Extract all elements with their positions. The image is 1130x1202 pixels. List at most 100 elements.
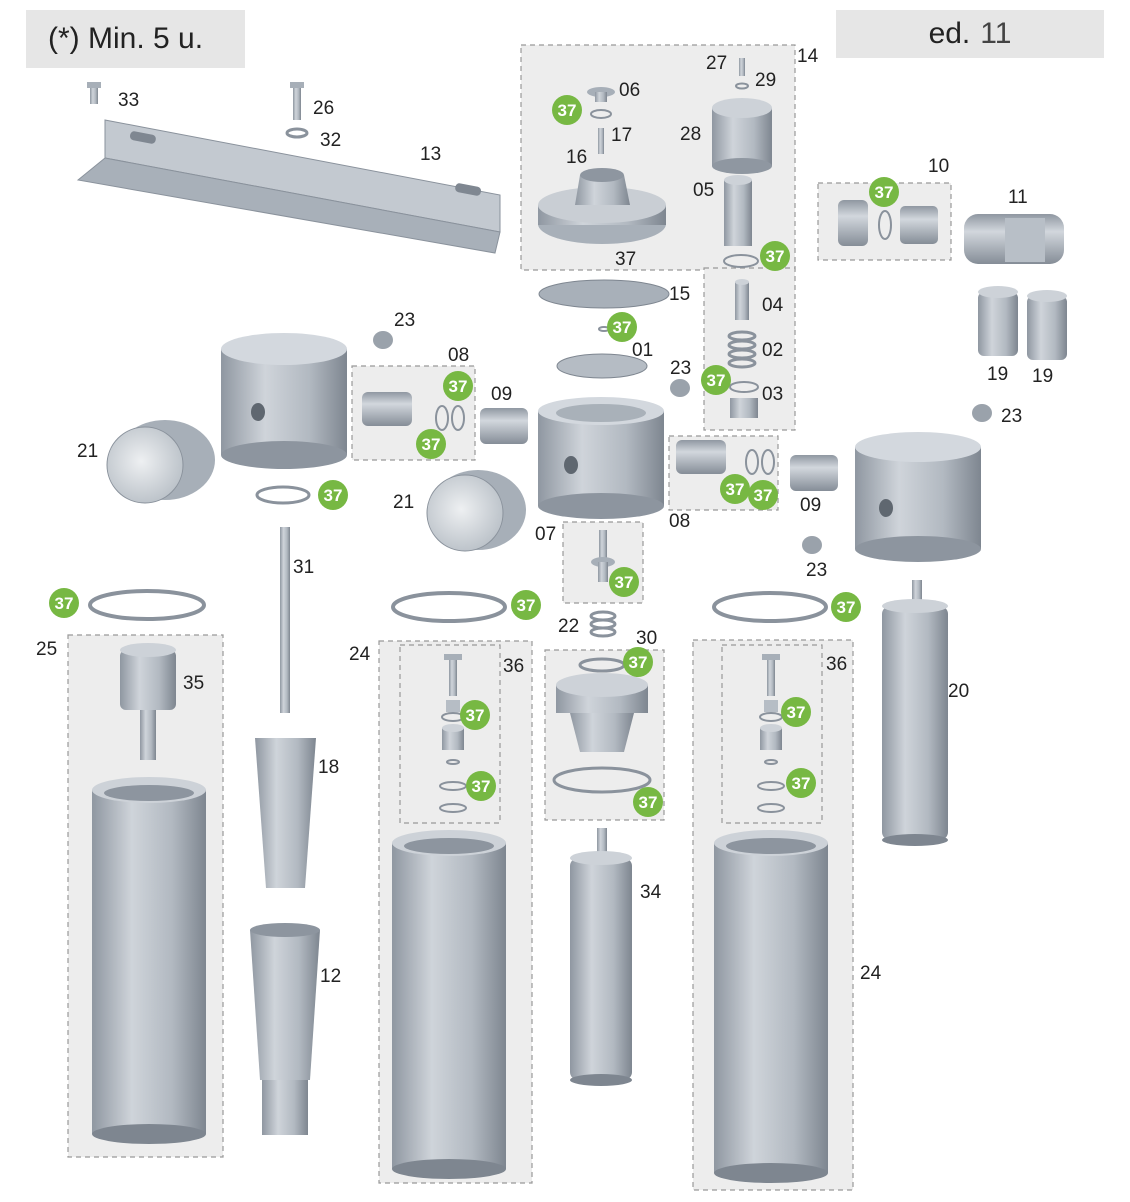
part-oring-05 [723,254,759,268]
label-19-b: 19 [1032,366,1053,387]
label-21-b: 21 [393,492,414,513]
svg-text:37: 37 [422,435,441,454]
svg-text:37: 37 [875,183,894,202]
edition-number: 11 [980,17,1012,50]
label-15: 15 [669,284,690,305]
label-03: 03 [762,384,783,405]
part-10-coupling [838,200,938,246]
part-36-valve-right [757,654,785,813]
part-17-oring [590,109,612,119]
badge-37: 37 [869,177,899,207]
svg-text:37: 37 [639,793,658,812]
label-34: 34 [640,882,662,903]
part-24-housing-right [714,830,828,1183]
badge-37: 37 [609,567,639,597]
part-19-fitting-right [1027,290,1067,360]
svg-text:37: 37 [517,596,536,615]
label-19-a: 19 [987,364,1008,385]
part-03-seat [730,398,758,418]
badge-37: 37 [466,771,496,801]
label-09-a: 09 [491,384,512,405]
badge-37: 37 [760,241,790,271]
svg-text:37: 37 [707,371,726,390]
part-09-nipple-left [480,408,528,444]
part-05-stem [724,175,752,246]
part-oring-25 [88,589,206,621]
part-oring-body-left [255,485,311,505]
badge-37: 37 [552,95,582,125]
label-18: 18 [318,757,339,778]
badge-37: 37 [607,312,637,342]
badge-37: 37 [781,697,811,727]
part-23-cap-a [373,331,393,349]
part-06-plug [587,87,615,102]
badge-37: 37 [720,474,750,504]
label-25: 25 [36,639,57,660]
label-04: 04 [762,295,784,316]
part-34-cartridge [570,828,632,1086]
label-05: 05 [693,180,714,201]
svg-text:37: 37 [837,598,856,617]
part-22-spring [589,610,617,638]
label-23-c: 23 [1001,406,1022,427]
part-19-fitting-left [978,286,1018,356]
part-oring-03 [729,381,759,393]
label-33: 33 [118,90,139,111]
svg-text:37: 37 [324,486,343,505]
svg-text:37: 37 [792,774,811,793]
part-02-spring [727,330,757,369]
label-21-a: 21 [77,441,98,462]
label-24-a: 24 [349,644,371,665]
note-text: (*) Min. 5 u. [48,22,204,55]
part-labels: 33 26 32 13 06 17 16 37 27 29 14 28 05 1… [36,46,1053,987]
part-13-bracket [76,119,501,254]
badge-37: 37 [49,588,79,618]
label-23-b: 23 [670,358,691,379]
label-35: 35 [183,673,204,694]
label-20: 20 [948,681,969,702]
svg-text:37: 37 [615,573,634,592]
label-14: 14 [797,46,819,67]
part-32-washer [285,127,309,139]
part-30-head [552,657,652,794]
badge-37: 37 [633,787,663,817]
part-33-bolt [87,82,101,104]
part-09-nipple-right [790,455,838,491]
label-08-a: 08 [448,345,469,366]
part-23-cap-b [670,379,690,397]
part-oring-24-right [712,591,828,623]
label-10: 10 [928,156,949,177]
part-31-rod [280,527,290,713]
label-23-a: 23 [394,310,415,331]
svg-text:37: 37 [472,777,491,796]
part-body-right [855,432,981,562]
edition-box: ed. 11 [836,10,1104,58]
part-01-plate [556,353,648,379]
label-06: 06 [619,80,640,101]
svg-text:37: 37 [449,377,468,396]
label-02: 02 [762,340,783,361]
label-37-head: 37 [615,249,636,270]
svg-text:37: 37 [629,653,648,672]
label-30: 30 [636,628,657,649]
part-16-pin [598,128,604,154]
label-01: 01 [632,340,653,361]
part-26-bolt [290,82,304,120]
label-23-d: 23 [806,560,827,581]
svg-text:37: 37 [726,480,745,499]
badge-37: 37 [748,480,778,510]
part-07-valve-stem [591,530,615,582]
part-18-cone [255,738,316,888]
part-12-tube [250,923,320,1135]
label-27: 27 [706,53,727,74]
part-08-coupling-left [362,392,465,431]
label-29: 29 [755,70,776,91]
part-25-filter-housing [92,643,206,1144]
label-31: 31 [293,557,314,578]
seal-kit-badges: 37 37 37 37 37 37 37 37 37 37 37 37 37 3… [49,95,899,817]
part-04-valve [735,279,749,320]
part-27-screw [739,58,745,76]
svg-text:37: 37 [55,594,74,613]
label-09-b: 09 [800,495,821,516]
badge-37: 37 [416,429,446,459]
